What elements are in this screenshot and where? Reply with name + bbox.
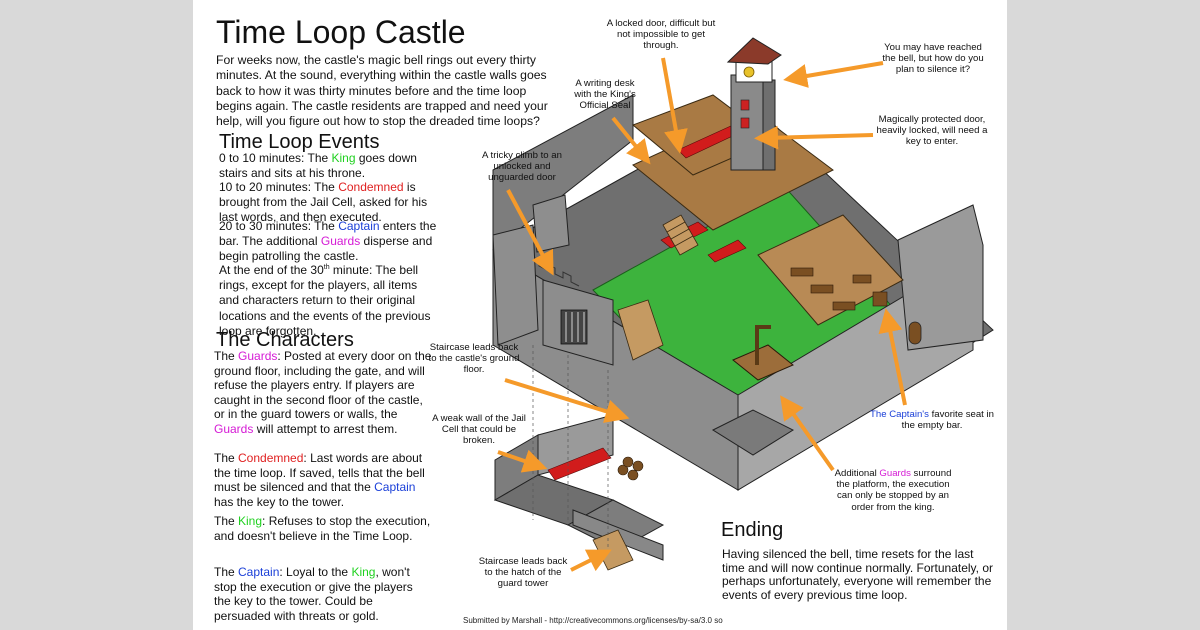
note-staircase-hatch: Staircase leads back to the hatch of the… <box>478 556 568 590</box>
ending-paragraph: Having silenced the bell, time resets fo… <box>722 547 994 602</box>
barrels <box>617 456 644 481</box>
bar-floor <box>757 214 904 326</box>
character-condemned: The Condemned: Last words are about the … <box>214 451 425 509</box>
arrow-staircase-ground <box>504 378 630 423</box>
character-king: The King: Refuses to stop the execution,… <box>214 514 431 543</box>
right-tower <box>897 204 984 351</box>
bell-icon <box>743 66 755 78</box>
character-captain: The Captain: Loyal to the King, won't st… <box>214 565 413 623</box>
carpet-hall-2 <box>707 239 747 263</box>
jail-gate <box>560 309 588 345</box>
note-protected-door: Magically protected door, heavily locked… <box>876 114 988 148</box>
note-bell: You may have reached the bell, but how d… <box>882 42 984 76</box>
page-title: Time Loop Castle <box>216 14 466 50</box>
left-tower <box>492 224 539 346</box>
note-staircase-ground: Staircase leads back to the castle's gro… <box>428 342 520 376</box>
arrow-writing-desk <box>611 116 651 165</box>
character-guards: The Guards: Posted at every door on the … <box>214 349 432 436</box>
arrow-locked-door <box>661 57 688 154</box>
bell-tower <box>726 37 782 171</box>
event-3: 20 to 30 minutes: The Captain enters the… <box>219 219 437 264</box>
note-tricky-climb: A tricky climb to an unlocked and unguar… <box>482 150 562 184</box>
arrow-captain-seat <box>878 308 907 406</box>
characters-heading: The Characters <box>216 329 354 351</box>
gallows <box>755 325 759 365</box>
note-guards-platform: Additional Guards surround the platform,… <box>834 468 952 513</box>
gate-stairs <box>617 299 664 361</box>
arrow-tricky-climb <box>506 189 554 276</box>
bar-furniture <box>790 267 888 311</box>
note-writing-desk: A writing desk with the King's Official … <box>574 78 636 112</box>
back-tower <box>532 194 570 253</box>
arrow-guards-platform <box>780 395 835 472</box>
arrow-protected-door <box>754 125 874 150</box>
right-tower-door <box>908 321 922 345</box>
castle-illustration <box>492 37 994 572</box>
arrow-staircase-hatch <box>570 549 612 572</box>
note-locked-door: A locked door, difficult but not impossi… <box>606 18 716 52</box>
event-1: 0 to 10 minutes: The King goes down stai… <box>219 151 417 181</box>
footer-credit: Submitted by Marshall - http://creativec… <box>463 616 723 625</box>
great-hall-stairs <box>662 214 699 256</box>
event-4: At the end of the 30th minute: The bell … <box>219 263 431 338</box>
arrow-bell <box>783 61 884 88</box>
note-weak-wall: A weak wall of the Jail Cell that could … <box>432 413 526 447</box>
jail-cell-floor <box>547 447 612 481</box>
intro-paragraph: For weeks now, the castle's magic bell r… <box>216 53 548 129</box>
events-heading: Time Loop Events <box>219 131 380 153</box>
front-square <box>711 409 795 456</box>
note-captain-seat: The Captain's favorite seat in the empty… <box>870 409 994 432</box>
arrow-weak-wall <box>497 449 548 473</box>
ending-heading: Ending <box>721 519 784 541</box>
poster-sheet: Time Loop Castle For weeks now, the cast… <box>193 0 1007 630</box>
annotation-arrows <box>497 57 907 572</box>
event-2: 10 to 20 minutes: The Condemned is broug… <box>219 180 428 225</box>
